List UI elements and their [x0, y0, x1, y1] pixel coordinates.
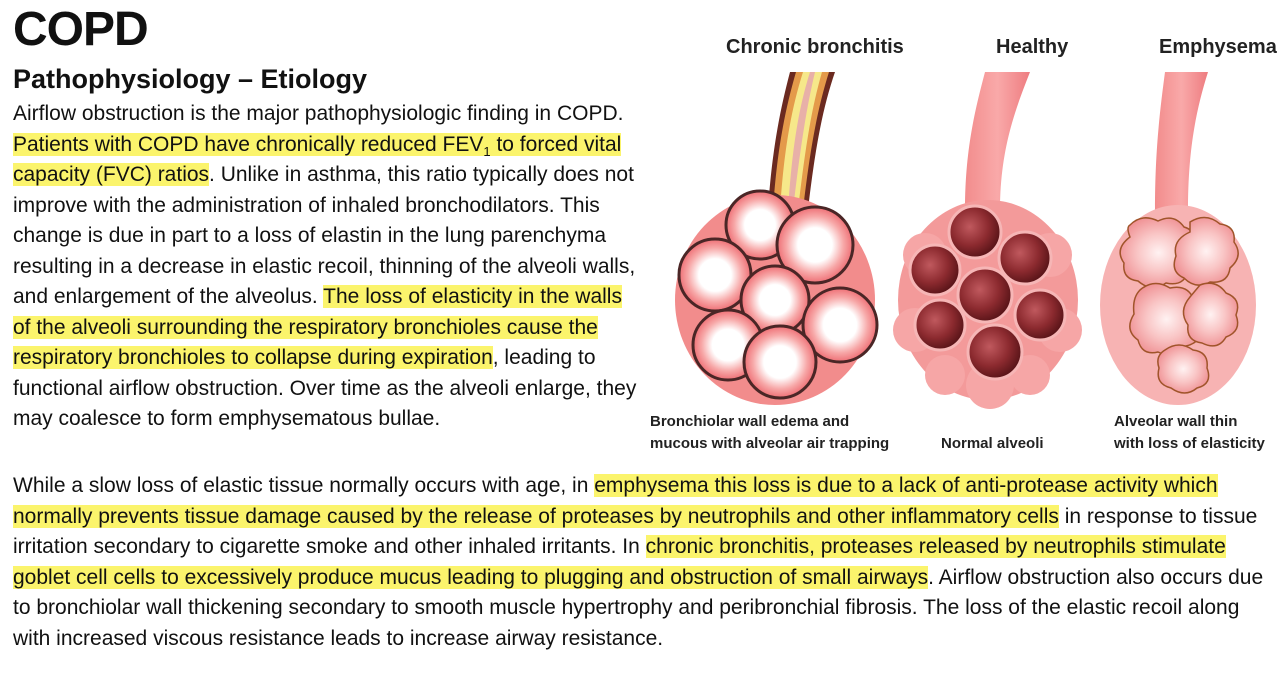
label-emphysema: Emphysema: [1159, 36, 1277, 58]
text-span: Airflow obstruction is the major pathoph…: [13, 102, 624, 125]
label-healthy: Healthy: [996, 36, 1069, 58]
caption-line: with loss of elasticity: [1114, 435, 1265, 452]
highlight-text: Patients with COPD have chronically redu…: [13, 132, 484, 156]
caption-line: Alveolar wall thin: [1114, 413, 1238, 430]
text-span: . Unlike in asthma, this ratio typically…: [13, 163, 636, 308]
text-span: , leading to functional airflow obstruct…: [13, 346, 637, 430]
caption-line: mucous with alveolar air trapping: [650, 435, 890, 452]
chronic-bronchitis-graphic: [675, 72, 879, 405]
section-subtitle: Pathophysiology – Etiology: [13, 64, 368, 94]
healthy-alveoli-graphic: [893, 72, 1082, 409]
caption-line: Normal alveoli: [941, 435, 1044, 452]
text-span: . Airflow obstruction also occurs due to…: [13, 565, 1264, 650]
highlight-text: to forced vital capacity (FVC) ratios: [13, 132, 622, 187]
label-chronic-bronchitis: Chronic bronchitis: [726, 36, 904, 58]
page-title: COPD: [13, 3, 149, 56]
text-span: in response to tissue irritation seconda…: [13, 504, 1258, 559]
caption-healthy: Normal alveoli: [941, 433, 1044, 455]
emphysema-graphic: [1100, 72, 1256, 405]
fev-subscript: 1: [483, 143, 491, 159]
paragraph-airflow-obstruction: Airflow obstruction is the major pathoph…: [13, 99, 643, 435]
paragraph-elastic-tissue: While a slow loss of elastic tissue norm…: [13, 471, 1275, 654]
text-span: While a slow loss of elastic tissue norm…: [13, 474, 595, 497]
caption-line: Bronchiolar wall edema and: [650, 413, 850, 430]
caption-emphysema: Alveolar wall thin with loss of elastici…: [1114, 411, 1265, 455]
caption-chronic-bronchitis: Bronchiolar wall edema and mucous with a…: [650, 411, 889, 455]
